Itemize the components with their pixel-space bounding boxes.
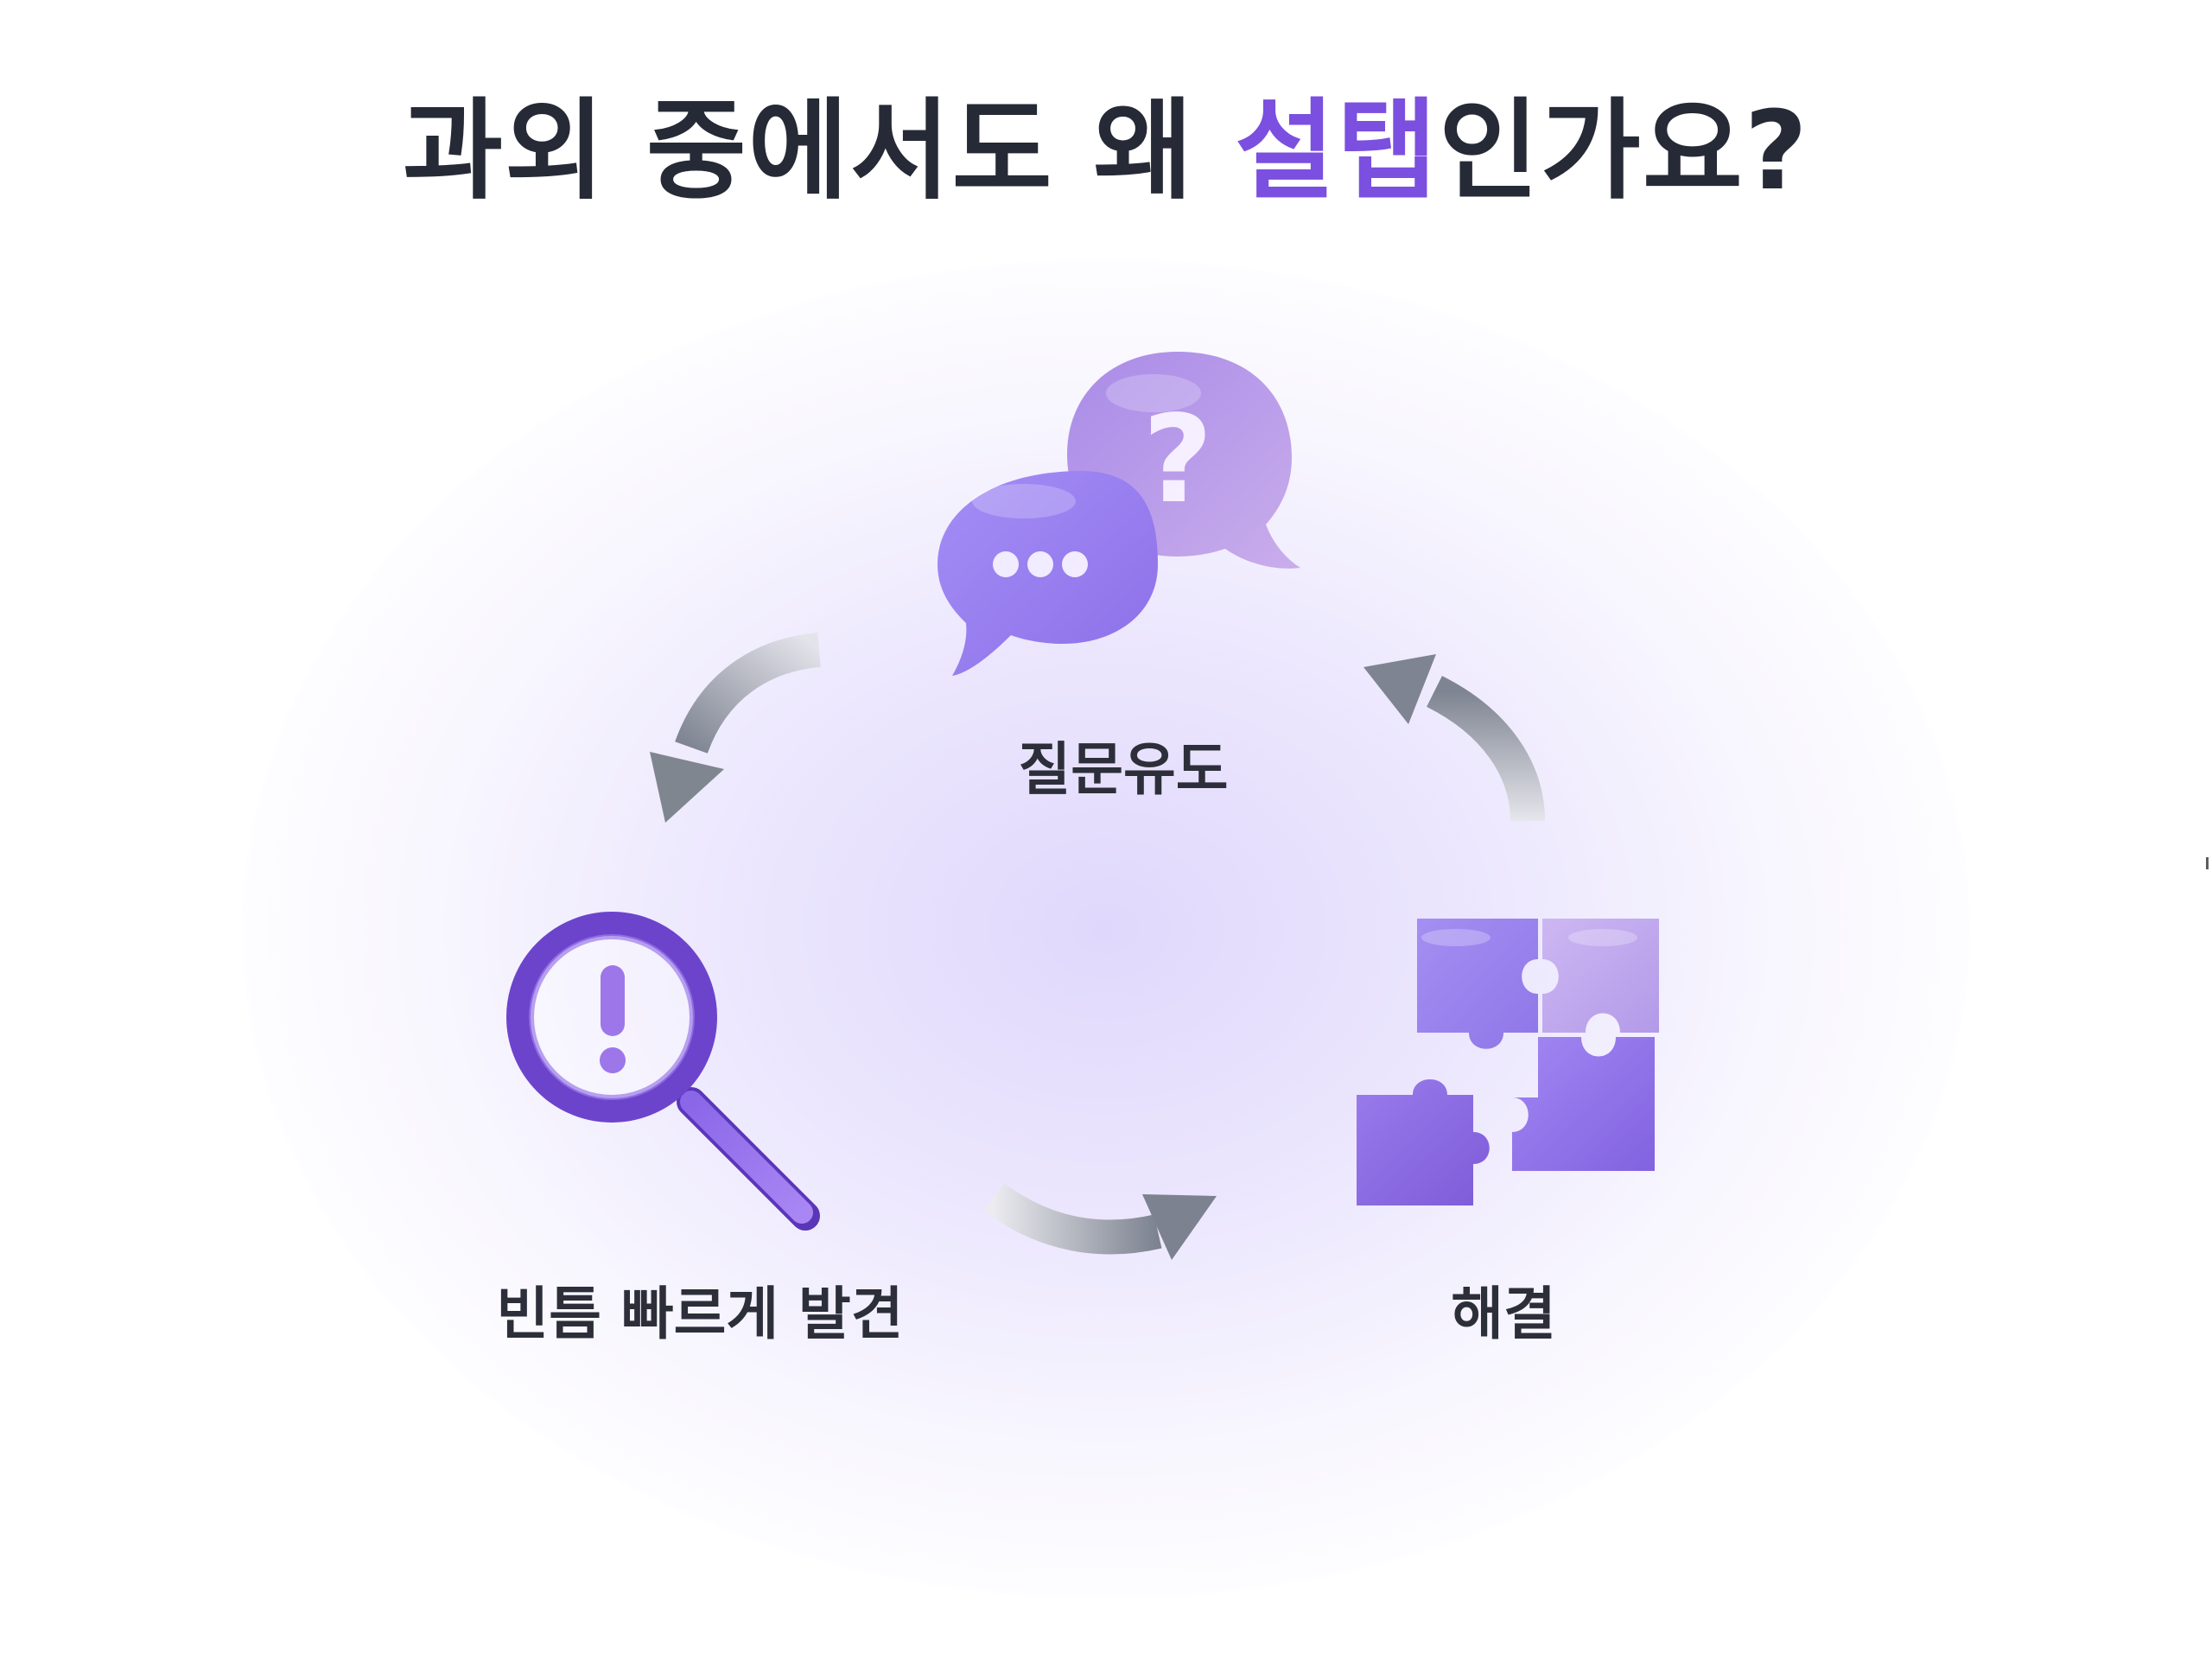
step-label-solve: 해결 — [1451, 1281, 1556, 1347]
chat-bubbles-question-icon: ? — [938, 352, 1300, 676]
edge-mark — [2206, 857, 2209, 869]
svg-text:?: ? — [1142, 390, 1212, 531]
title-suffix: 인가요? — [1439, 87, 1809, 214]
arrow-discover-to-solve-icon — [983, 1182, 1217, 1260]
title-brand: 설탭 — [1235, 87, 1440, 214]
arrow-solve-to-question-icon — [1363, 654, 1545, 822]
puzzle-pieces-icon — [1357, 919, 1659, 1205]
arrow-question-to-discover-icon — [650, 633, 822, 823]
magnifier-exclamation-icon — [506, 912, 820, 1231]
step-label-question: 질문유도 — [1018, 736, 1229, 803]
page-title: 과외 중에서도 왜 설탭인가요? — [0, 97, 2212, 206]
step-label-discover: 빈틈 빠르게 발견 — [496, 1281, 904, 1347]
title-prefix: 과외 중에서도 왜 — [403, 87, 1236, 214]
